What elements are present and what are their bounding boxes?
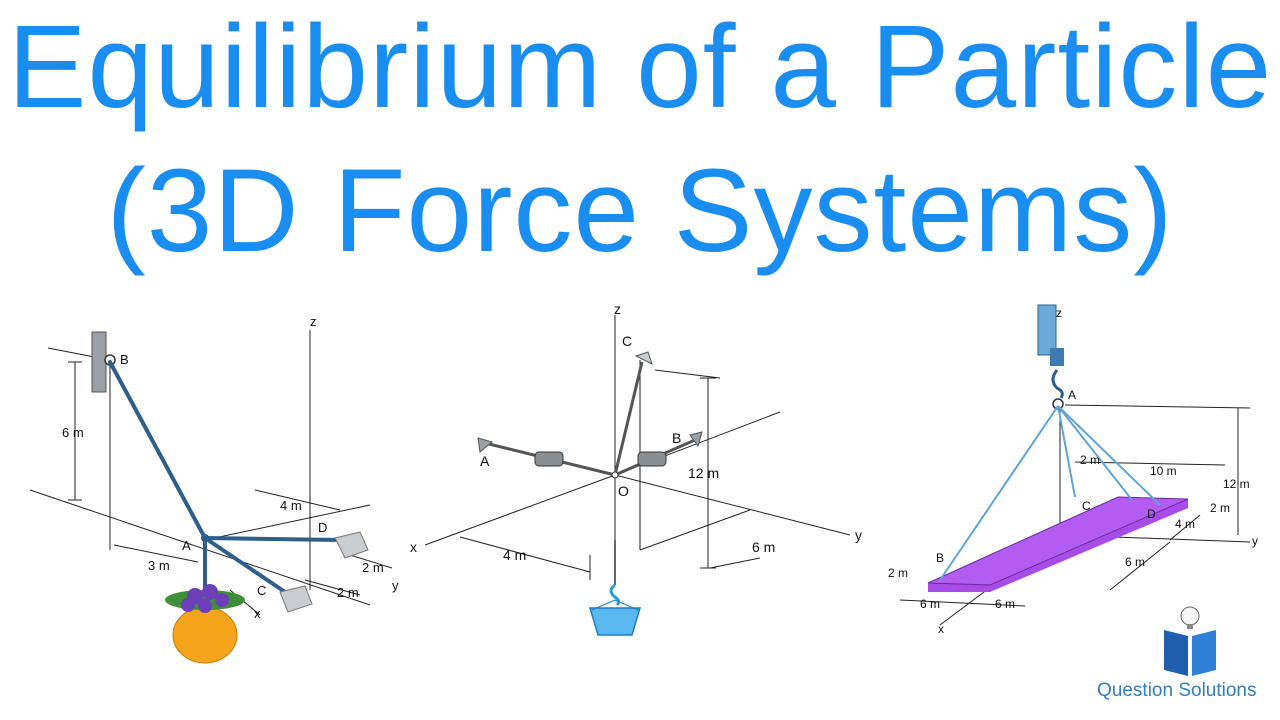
brand-name: Question Solutions <box>1097 680 1257 701</box>
fig2-label-a: A <box>480 453 490 469</box>
fig3-label-a: A <box>1068 388 1076 402</box>
figure-flower-pot: z y x B A C D 6 m 4 m 3 m 2 m 2 m <box>29 314 399 664</box>
fig2-dim-4m: 4 m <box>503 547 526 563</box>
fig1-label-c: C <box>257 583 266 598</box>
title-line-1: Equilibrium of a Particle <box>7 1 1273 133</box>
fig1-label-b: B <box>120 352 129 367</box>
fig1-label-a: A <box>182 538 191 553</box>
fig3-dim-6m-b: 6 m <box>995 597 1015 611</box>
fig1-label-x: x <box>254 606 261 621</box>
fig1-label-d: D <box>318 520 327 535</box>
fig2-label-c: C <box>622 333 632 349</box>
fig1-label-z: z <box>310 314 317 329</box>
fig2-label-o: O <box>618 483 629 499</box>
fig3-dim-2m-top: 2 m <box>1080 453 1100 467</box>
book-lightbulb-logo <box>1164 606 1216 676</box>
fig3-dim-2m-right: 2 m <box>1210 501 1230 515</box>
fig1-label-y: y <box>392 578 399 593</box>
fig1-dim-3m: 3 m <box>148 558 170 573</box>
fig3-dim-4m: 4 m <box>1175 517 1195 531</box>
fig2-label-b: B <box>672 430 681 446</box>
fig2-dim-12m: 12 m <box>688 465 719 481</box>
fig3-label-b: B <box>936 551 944 565</box>
fig1-dim-2m-b: 2 m <box>337 585 359 600</box>
fig3-label-z: z <box>1056 306 1062 320</box>
fig1-dim-6m: 6 m <box>62 425 84 440</box>
fig3-dim-12m: 12 m <box>1223 477 1250 491</box>
fig2-label-y: y <box>855 527 862 543</box>
figure-spring-system: z y x C A B O 12 m 4 m 6 m <box>410 301 862 636</box>
fig3-label-c: C <box>1082 499 1091 513</box>
fig1-dim-4m: 4 m <box>280 498 302 513</box>
fig2-label-x: x <box>410 539 417 555</box>
fig3-dim-2m-left: 2 m <box>888 566 908 580</box>
figure-lifted-plate: z y x A B C D 2 m 10 m 12 m 2 m 4 m 6 m … <box>888 304 1258 636</box>
fig3-dim-6m-right: 6 m <box>1125 555 1145 569</box>
title-line-2: (3D Force Systems) <box>106 145 1174 277</box>
fig3-label-d: D <box>1147 507 1156 521</box>
fig1-dim-2m-a: 2 m <box>362 560 384 575</box>
fig3-dim-10m: 10 m <box>1150 464 1177 478</box>
fig3-label-y: y <box>1252 534 1258 548</box>
fig3-dim-6m-a: 6 m <box>920 597 940 611</box>
fig3-label-x: x <box>938 622 944 636</box>
fig2-dim-6m: 6 m <box>752 539 775 555</box>
fig2-label-z: z <box>614 301 621 317</box>
